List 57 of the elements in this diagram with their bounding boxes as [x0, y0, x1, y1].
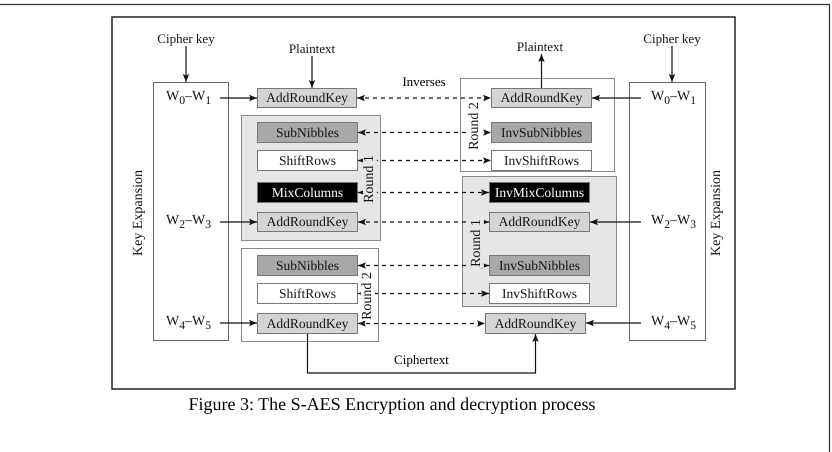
round-label: Round 2 — [468, 101, 482, 151]
shift-box: InvShiftRows — [489, 283, 590, 304]
input-label: Plaintext — [288, 42, 336, 55]
substitution-box: SubNibbles — [257, 122, 358, 143]
dashed-double-arrow — [358, 218, 489, 226]
arrow — [590, 218, 641, 226]
arrow — [668, 46, 676, 82]
mix-box: MixColumns — [257, 182, 358, 203]
arrow — [220, 218, 257, 226]
mix-box: InvMixColumns — [489, 182, 590, 203]
arrow — [538, 54, 545, 88]
arrow — [220, 320, 257, 326]
key-word-label: W$_{4}$–W$_{5}$ — [166, 315, 212, 332]
key-word-label: W$_{2}$–W$_{3}$ — [651, 214, 696, 230]
dashed-double-arrow — [358, 320, 485, 327]
panel-heading: Key Expansion — [710, 170, 724, 256]
key-word-label: W$_{2}$–W$_{3}$ — [166, 214, 212, 230]
round-panel — [241, 115, 381, 241]
round-label: Round 1 — [362, 154, 377, 204]
input-label: Plaintext — [516, 40, 564, 53]
figure-caption: Figure 3: The S-AES Encryption and decryption process — [187, 394, 597, 415]
substitution-box: SubNibbles — [257, 255, 358, 276]
substitution-box: InvSubNibbles — [489, 255, 590, 276]
round-panel — [241, 248, 379, 342]
dashed-double-arrow — [358, 157, 491, 164]
round-panel — [462, 176, 617, 307]
round-panel — [460, 78, 615, 172]
dashed-double-arrow — [358, 189, 489, 196]
key-word-label: W$_{0}$–W$_{1}$ — [166, 90, 212, 106]
dashed-double-arrow — [357, 94, 491, 102]
arrow — [220, 94, 257, 102]
arrow — [306, 334, 539, 374]
round-key-box: AddRoundKey — [257, 313, 358, 334]
round-key-box: AddRoundKey — [257, 88, 357, 108]
round-key-box: AddRoundKey — [257, 212, 358, 232]
round-key-box: AddRoundKey — [491, 88, 592, 108]
edge-label: Ciphertext — [392, 352, 451, 368]
arrow — [182, 46, 190, 82]
shift-box: InvShiftRows — [491, 150, 592, 171]
shift-box: ShiftRows — [257, 283, 358, 304]
key-word-label: W$_{4}$–W$_{5}$ — [651, 315, 696, 332]
arrow — [586, 320, 641, 326]
dashed-double-arrow — [358, 290, 489, 297]
substitution-box: InvSubNibbles — [491, 122, 592, 143]
key-word-label: W$_{0}$–W$_{1}$ — [651, 90, 696, 106]
dashed-double-arrow — [358, 129, 491, 136]
input-label: Cipher key — [643, 32, 701, 45]
panel-heading: Key Expansion — [132, 170, 146, 256]
arrow — [592, 94, 641, 102]
input-label: Cipher key — [157, 32, 215, 45]
round-key-box: AddRoundKey — [489, 212, 590, 232]
round-label: Round 1 — [470, 218, 484, 268]
arrow — [308, 56, 316, 88]
dashed-double-arrow — [358, 262, 489, 269]
round-key-box: AddRoundKey — [485, 313, 586, 334]
shift-box: ShiftRows — [257, 150, 358, 171]
round-label: Round 2 — [360, 271, 375, 321]
